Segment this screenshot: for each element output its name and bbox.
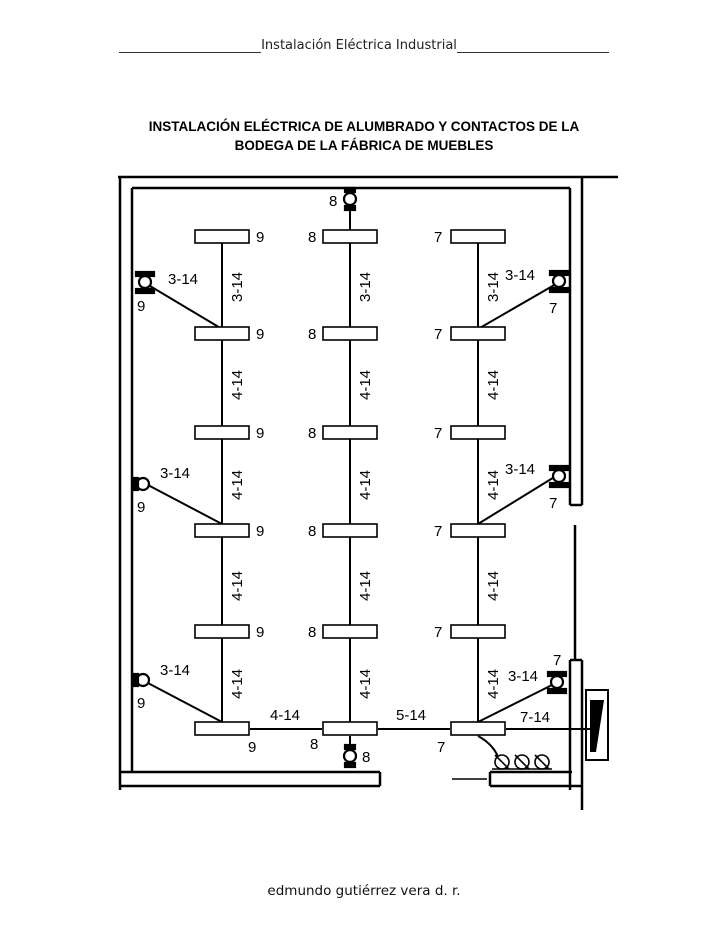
title-line-1: INSTALACIÓN ELÉCTRICA DE ALUMBRADO Y CON… — [148, 119, 580, 134]
drawing-title: INSTALACIÓN ELÉCTRICA DE ALUMBRADO Y CON… — [0, 117, 728, 155]
svg-text:9: 9 — [137, 499, 145, 516]
svg-text:5-14: 5-14 — [396, 707, 426, 724]
svg-text:7: 7 — [549, 495, 557, 512]
svg-text:9: 9 — [256, 229, 264, 246]
page-footer: edmundo gutiérrez vera d. r. — [267, 883, 461, 899]
panel-board — [585, 689, 609, 761]
svg-text:9: 9 — [248, 739, 256, 756]
svg-text:3-14: 3-14 — [160, 662, 190, 679]
svg-text:3-14: 3-14 — [168, 271, 198, 288]
svg-text:4-14: 4-14 — [357, 470, 374, 500]
svg-text:8: 8 — [310, 736, 318, 753]
svg-text:4-14: 4-14 — [229, 669, 246, 699]
run-labels-vertical: 3-14 3-14 3-14 4-14 4-14 4-14 4-14 4-14 … — [229, 272, 502, 699]
svg-text:4-14: 4-14 — [229, 571, 246, 601]
svg-text:3-14: 3-14 — [505, 267, 535, 284]
svg-text:4-14: 4-14 — [357, 669, 374, 699]
luminaires — [194, 229, 506, 736]
svg-text:4-14: 4-14 — [229, 470, 246, 500]
svg-text:3-14: 3-14 — [485, 272, 502, 302]
svg-text:9: 9 — [137, 298, 145, 315]
svg-text:7-14: 7-14 — [520, 709, 550, 726]
header-rule-right — [456, 40, 609, 53]
svg-text:4-14: 4-14 — [357, 370, 374, 400]
header-rule-left — [119, 40, 262, 53]
svg-text:4-14: 4-14 — [485, 669, 502, 699]
svg-text:7: 7 — [434, 624, 442, 641]
svg-text:8: 8 — [308, 229, 316, 246]
svg-text:7: 7 — [553, 652, 561, 669]
svg-text:4-14: 4-14 — [485, 370, 502, 400]
svg-text:7: 7 — [549, 300, 557, 317]
receptacle-group — [492, 754, 552, 770]
svg-text:8: 8 — [362, 749, 370, 766]
svg-text:8: 8 — [308, 425, 316, 442]
circuit-wiring — [145, 205, 590, 763]
svg-text:4-14: 4-14 — [229, 370, 246, 400]
svg-text:3-14: 3-14 — [357, 272, 374, 302]
header-text: Instalación Eléctrica Industrial — [261, 38, 457, 53]
svg-text:8: 8 — [308, 523, 316, 540]
svg-text:7: 7 — [434, 326, 442, 343]
svg-text:4-14: 4-14 — [270, 707, 300, 724]
wall-outlets — [132, 186, 570, 769]
svg-text:7: 7 — [434, 425, 442, 442]
svg-text:9: 9 — [256, 425, 264, 442]
svg-text:3-14: 3-14 — [229, 272, 246, 302]
svg-text:8: 8 — [308, 326, 316, 343]
svg-text:8: 8 — [308, 624, 316, 641]
svg-text:3-14: 3-14 — [508, 668, 538, 685]
building-walls — [118, 175, 618, 810]
svg-text:9: 9 — [256, 326, 264, 343]
svg-text:4-14: 4-14 — [485, 470, 502, 500]
svg-text:9: 9 — [137, 695, 145, 712]
svg-text:7: 7 — [434, 523, 442, 540]
svg-text:4-14: 4-14 — [485, 571, 502, 601]
page-header: Instalación Eléctrica Industrial — [0, 38, 728, 53]
circuit-labels: 9 9 9 9 9 9 9 9 9 8 8 8 8 8 8 8 8 7 7 7 … — [137, 193, 561, 766]
svg-text:3-14: 3-14 — [160, 465, 190, 482]
title-line-2: BODEGA DE LA FÁBRICA DE MUEBLES — [234, 138, 494, 153]
svg-text:7: 7 — [437, 739, 445, 756]
svg-text:7: 7 — [434, 229, 442, 246]
run-labels: 3-14 3-14 3-14 3-14 3-14 3-14 4-14 5-14 … — [160, 267, 550, 726]
svg-text:9: 9 — [256, 624, 264, 641]
svg-text:8: 8 — [329, 193, 337, 210]
svg-text:4-14: 4-14 — [357, 571, 374, 601]
svg-text:3-14: 3-14 — [505, 461, 535, 478]
svg-text:9: 9 — [256, 523, 264, 540]
